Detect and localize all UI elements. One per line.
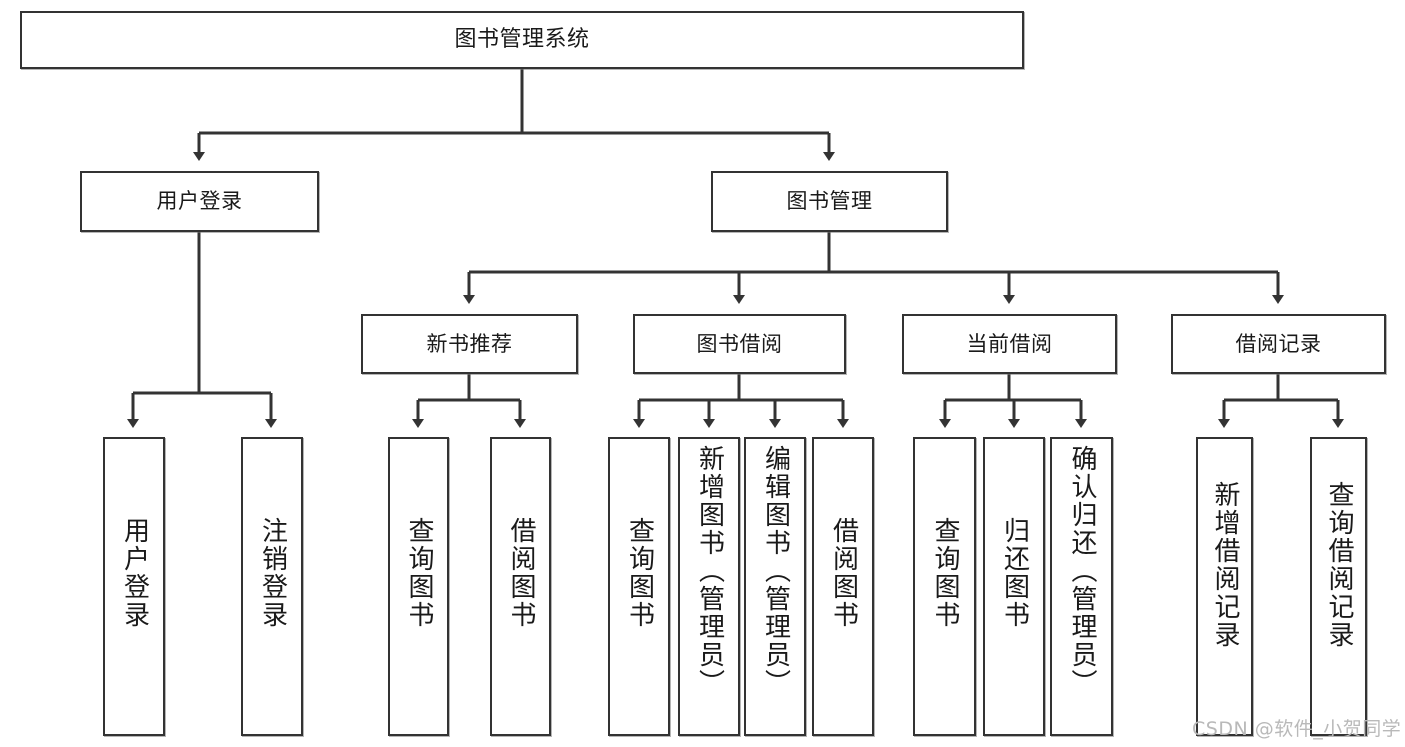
node-label: 用户登录 bbox=[119, 517, 150, 629]
node-label: 图书管理 bbox=[786, 189, 873, 214]
node-user-login-module[interactable]: 用户登录 bbox=[80, 171, 319, 232]
leaf-query-book-recommend[interactable]: 查询图书 bbox=[388, 437, 449, 736]
node-label: 图书管理系统 bbox=[454, 27, 590, 53]
leaf-user-login[interactable]: 用户登录 bbox=[103, 437, 165, 736]
node-book-borrow[interactable]: 图书借阅 bbox=[633, 314, 846, 374]
node-borrow-record[interactable]: 借阅记录 bbox=[1171, 314, 1386, 374]
leaf-logout-login[interactable]: 注销登录 bbox=[241, 437, 303, 736]
node-root-system[interactable]: 图书管理系统 bbox=[20, 11, 1024, 69]
leaf-edit-book-admin[interactable]: 编辑图书（管理员） bbox=[744, 437, 806, 736]
leaf-query-book-borrow[interactable]: 查询图书 bbox=[608, 437, 670, 736]
leaf-add-borrow-record[interactable]: 新增借阅记录 bbox=[1196, 437, 1253, 736]
leaf-query-borrow-record[interactable]: 查询借阅记录 bbox=[1310, 437, 1367, 736]
node-label: 查询借阅记录 bbox=[1324, 481, 1355, 649]
node-label: 当前借阅 bbox=[966, 331, 1053, 356]
node-new-book-recommend[interactable]: 新书推荐 bbox=[361, 314, 578, 374]
node-label: 归还图书 bbox=[999, 517, 1030, 629]
leaf-query-book-current[interactable]: 查询图书 bbox=[913, 437, 976, 736]
node-label: 新增图书（管理员） bbox=[694, 445, 725, 697]
leaf-return-book[interactable]: 归还图书 bbox=[983, 437, 1045, 736]
node-label: 查询图书 bbox=[930, 517, 961, 629]
csdn-watermark: CSDN @软件_小贺同学 bbox=[1192, 718, 1402, 740]
node-label: 用户登录 bbox=[156, 189, 243, 214]
node-label: 图书借阅 bbox=[696, 331, 783, 356]
node-label: 借阅图书 bbox=[828, 517, 859, 629]
leaf-borrow-book[interactable]: 借阅图书 bbox=[812, 437, 874, 736]
leaf-borrow-book-recommend[interactable]: 借阅图书 bbox=[490, 437, 551, 736]
node-label: 查询图书 bbox=[624, 517, 655, 629]
node-book-management-module[interactable]: 图书管理 bbox=[711, 171, 948, 232]
node-label: 查询图书 bbox=[404, 517, 435, 629]
node-label: 编辑图书（管理员） bbox=[760, 445, 791, 697]
leaf-confirm-return-admin[interactable]: 确认归还（管理员） bbox=[1050, 437, 1113, 736]
node-label: 确认归还（管理员） bbox=[1067, 445, 1098, 697]
node-label: 新书推荐 bbox=[426, 331, 513, 356]
node-label: 注销登录 bbox=[257, 517, 288, 629]
node-label: 借阅记录 bbox=[1235, 331, 1322, 356]
leaf-add-book-admin[interactable]: 新增图书（管理员） bbox=[678, 437, 740, 736]
node-label: 借阅图书 bbox=[506, 517, 537, 629]
node-label: 新增借阅记录 bbox=[1210, 481, 1241, 649]
node-current-borrow[interactable]: 当前借阅 bbox=[902, 314, 1117, 374]
